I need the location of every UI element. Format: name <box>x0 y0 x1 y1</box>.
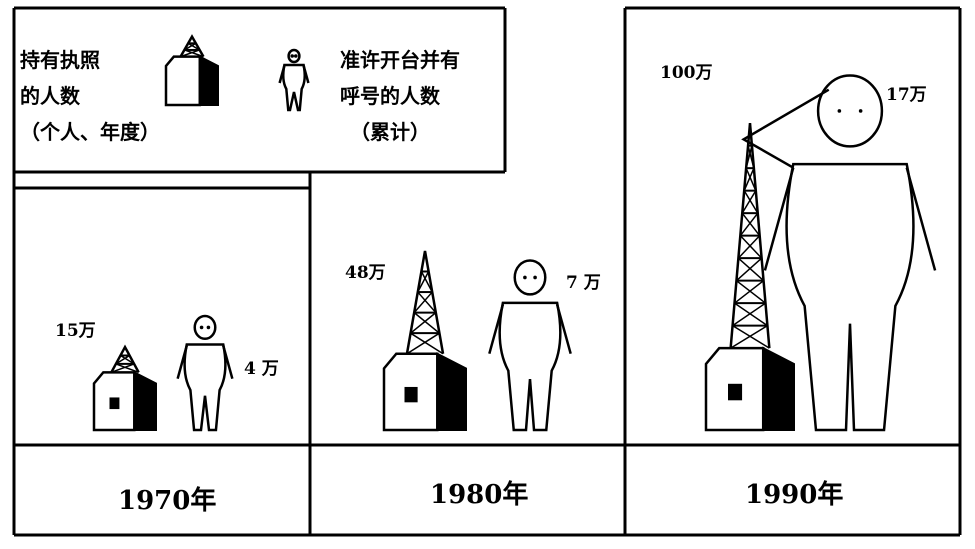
tower-2-tower-brace <box>737 235 761 259</box>
person-1-arm <box>488 304 505 355</box>
tower-0-house-side <box>133 370 157 431</box>
tower-value-1970: 15万 <box>55 321 96 341</box>
legend-person-arm <box>302 65 310 84</box>
legend-tower-tower-brace <box>183 42 197 51</box>
tower-1-tower-brace <box>417 291 437 314</box>
legend-line: 准许开台并有 <box>340 48 460 72</box>
person-2-body <box>785 162 915 432</box>
legend-person-eye <box>290 54 295 58</box>
tower-value-1980: 48万 <box>345 263 386 283</box>
tower-2-tower-brace <box>737 257 765 282</box>
tower-0-house-window <box>109 397 120 410</box>
tower-1-tower-brace <box>420 271 433 293</box>
tower-2-tower-brace <box>735 280 766 304</box>
tower-1-tower-brace <box>410 332 444 355</box>
tower-2-house-window <box>728 383 743 401</box>
tower-2-tower-brace <box>741 212 761 237</box>
tower-2-tower-brace <box>741 190 757 214</box>
tower-0-tower-brace <box>111 363 135 374</box>
tower-value-1990: 100万 <box>660 63 713 83</box>
legend-tower-house-front <box>164 55 202 107</box>
person-2-arm <box>905 167 937 271</box>
legend-tower-house-side <box>198 55 219 106</box>
tower-1-tower-brace <box>410 312 437 334</box>
person-0-body <box>183 343 227 432</box>
person-0-head <box>193 314 217 341</box>
year-label-1980: 1980年 <box>430 480 529 510</box>
legend-line: （个人、年度） <box>20 120 160 144</box>
tower-2-tower-brace <box>732 325 770 349</box>
tower-0-tower <box>110 344 140 373</box>
tower-2-tower-brace <box>730 325 768 349</box>
tower-2-tower-brace <box>739 212 759 237</box>
tower-2-tower-brace <box>732 302 766 327</box>
person-0-eye <box>199 325 204 330</box>
legend-person-label: 准许开台并有 呼号的人数 （累计） <box>340 42 460 150</box>
legend-line: 持有执照 <box>20 48 100 72</box>
person-2-head <box>816 74 884 148</box>
person-1-eye <box>523 275 527 280</box>
legend-tower-tower-brace <box>180 49 200 58</box>
tower-1-tower-brace <box>417 271 430 293</box>
legend-tower-tower <box>179 34 205 58</box>
legend-person-body <box>282 63 306 112</box>
legend-tower-label: 持有执照 的人数 （个人、年度） <box>20 42 160 150</box>
tower-2-tower-brace <box>745 145 753 169</box>
person-2-raised-arm <box>741 88 830 169</box>
tower-2-house-side <box>762 346 795 431</box>
legend-person-arm <box>278 65 286 84</box>
tower-1-tower <box>405 250 445 354</box>
legend-tower-tower-brace <box>184 49 204 58</box>
legend-person-eye <box>294 54 298 58</box>
person-1-eye <box>533 275 537 280</box>
person-2-arm <box>763 167 795 271</box>
tower-1-tower-brace <box>406 332 440 355</box>
legend-line: 的人数 <box>20 84 80 108</box>
tower-1-tower-brace <box>413 291 433 314</box>
tower-2-tower-brace <box>735 257 763 282</box>
tower-2-tower-brace <box>747 145 755 169</box>
person-2-eye <box>858 109 863 113</box>
legend-line: （累计） <box>350 120 430 144</box>
tower-2-tower-brace <box>745 167 757 191</box>
person-value-1980: 7 万 <box>566 273 601 293</box>
year-label-1970: 1970年 <box>118 486 217 516</box>
tower-1-house-side <box>436 352 467 431</box>
tower-0-tower-brace <box>120 354 135 365</box>
year-label-1990: 1990年 <box>745 480 844 510</box>
person-value-1970: 4 万 <box>244 359 279 379</box>
tower-2-tower-brace <box>734 280 765 304</box>
legend-person-head <box>287 48 301 64</box>
tower-2-tower <box>729 123 771 349</box>
person-1-head <box>513 259 547 296</box>
tower-2-tower-brace <box>734 302 768 327</box>
tower-2-tower-brace <box>739 235 763 259</box>
tower-0-tower-brace <box>115 363 139 374</box>
person-0-arm <box>176 345 188 380</box>
person-1-arm <box>555 304 572 355</box>
tower-2-tower-brace <box>743 167 755 191</box>
tower-1-tower-brace <box>413 312 440 334</box>
person-0-eye <box>206 325 211 330</box>
tower-0-tower-brace <box>115 354 130 365</box>
person-1-body <box>498 301 562 432</box>
person-0-arm <box>222 345 234 380</box>
tower-1-house-window <box>404 386 418 403</box>
person-value-1990: 17万 <box>886 85 927 105</box>
person-2-eye <box>837 109 842 113</box>
tower-2-tower-brace <box>743 190 759 214</box>
legend-tower-tower-brace <box>187 42 201 51</box>
legend-line: 呼号的人数 <box>340 84 440 108</box>
